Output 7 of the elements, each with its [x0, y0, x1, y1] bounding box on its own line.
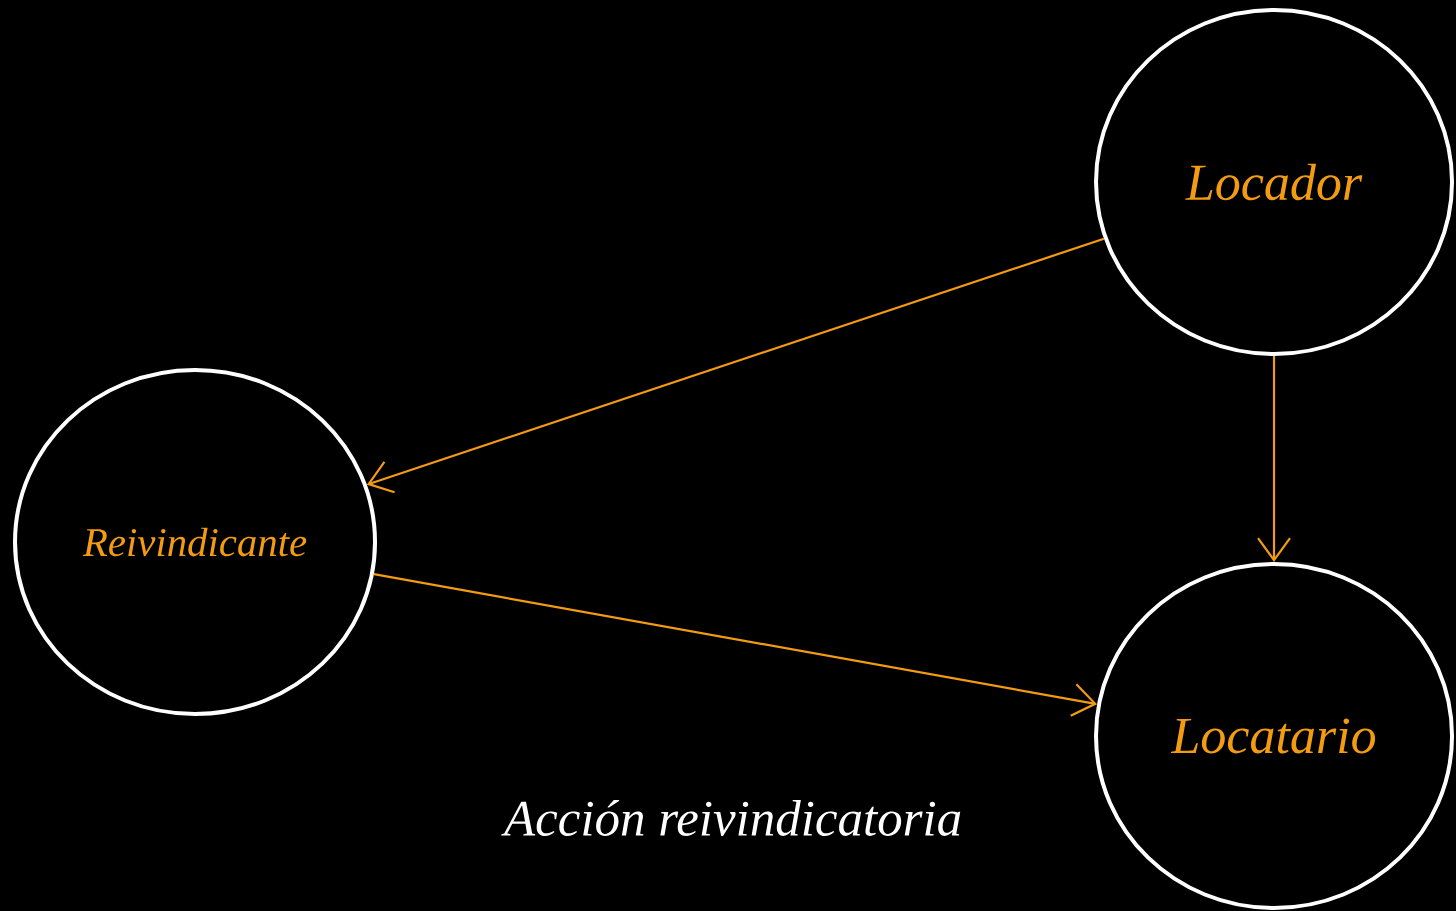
circle-node: Locador: [1094, 8, 1455, 356]
circle-node: Locatario: [1094, 562, 1455, 910]
arrow: [366, 237, 1105, 494]
circle-node: Reivindicante: [13, 368, 377, 716]
arrow: [1257, 356, 1291, 563]
arrow: [373, 573, 1098, 717]
diagram-caption: Acción reivindicatoria: [501, 800, 961, 836]
